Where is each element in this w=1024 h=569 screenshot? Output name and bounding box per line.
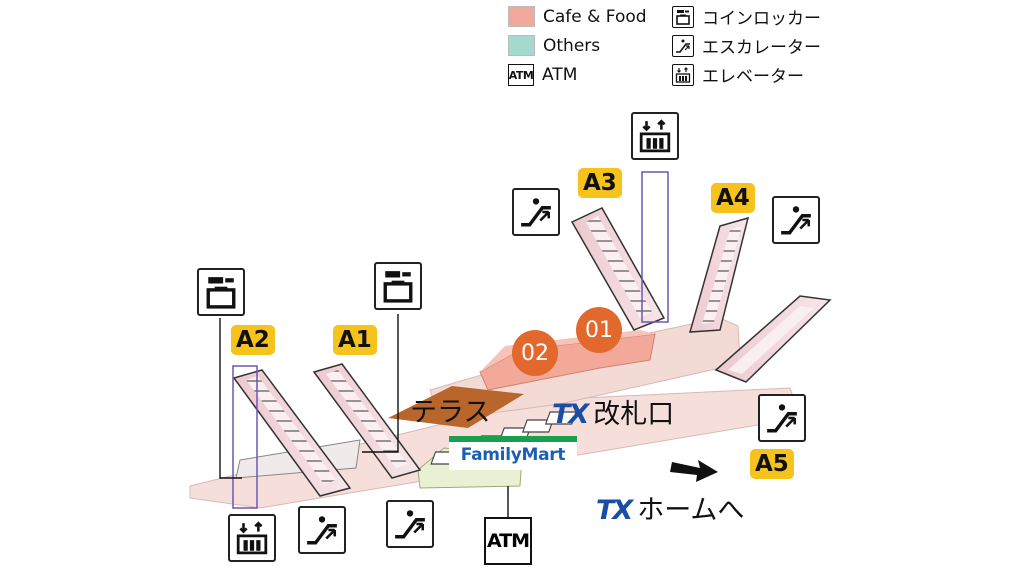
escalator-a4 xyxy=(688,216,750,333)
escalator-icon xyxy=(781,206,811,235)
exit-a5-badge: A5 xyxy=(750,449,794,479)
elevator-shaft-a2 xyxy=(232,365,258,509)
to-platform-text: ホームへ xyxy=(637,495,745,526)
terrace-area xyxy=(388,386,524,428)
elevator-sign-a2[interactable] xyxy=(228,514,276,562)
escalator-sign-a4[interactable] xyxy=(772,196,820,244)
exit-a4-badge: A4 xyxy=(711,183,755,213)
family-mart-text: FamilyMart xyxy=(460,445,566,465)
legend-others: Others xyxy=(508,35,600,56)
legend-cafe-food: Cafe & Food xyxy=(508,6,647,27)
legend-elevator: エレベーター xyxy=(672,62,804,87)
elevator-sign-a3[interactable] xyxy=(631,112,679,160)
family-mart-sign[interactable]: FamilyMart xyxy=(449,436,577,470)
shop-01-marker[interactable]: 01 xyxy=(576,307,622,353)
escalator-icon xyxy=(307,516,337,545)
shop-02-marker[interactable]: 02 xyxy=(512,330,558,376)
exit-a3-badge: A3 xyxy=(578,168,622,198)
locker-icon xyxy=(672,5,694,28)
coin-locker-sign-a2[interactable] xyxy=(197,268,245,316)
elevator-icon xyxy=(672,63,694,86)
exit-a2-badge: A2 xyxy=(231,325,275,355)
legend-atm: ATM ATM xyxy=(508,64,577,86)
escalator-icon xyxy=(672,34,694,57)
legend-escalator: エスカレーター xyxy=(672,33,821,58)
legend-label: エスカレーター xyxy=(702,38,821,58)
connector-lines xyxy=(219,314,509,518)
tx-logo: TX xyxy=(596,495,633,526)
legend-coin-locker: コインロッカー xyxy=(672,4,821,29)
legend-label: コインロッカー xyxy=(702,9,821,29)
others-swatch xyxy=(508,35,535,56)
escalator-icon xyxy=(395,510,425,539)
legend-label: Others xyxy=(543,35,601,56)
escalator-a3 xyxy=(570,207,666,331)
elevator-shaft-a3 xyxy=(641,171,669,323)
escalator-sign-a1[interactable] xyxy=(386,500,434,548)
escalator-sign-a2[interactable] xyxy=(298,506,346,554)
elevator-icon xyxy=(639,119,671,153)
escalator-a1 xyxy=(312,363,422,479)
escalator-a2 xyxy=(232,369,352,497)
terrace-label: テラス xyxy=(410,397,491,428)
elevator-icon xyxy=(236,521,268,555)
legend-label: Cafe & Food xyxy=(543,6,647,27)
coin-locker-sign-a1[interactable] xyxy=(374,262,422,310)
exit-a1-badge: A1 xyxy=(333,325,377,355)
ticket-gate-text: 改札口 xyxy=(593,399,675,430)
escalator-sign-a3[interactable] xyxy=(512,188,560,236)
legend: Cafe & Food Others ATM ATM コインロッカー エスカレー… xyxy=(508,4,848,94)
family-mart-stripe xyxy=(449,436,577,442)
locker-icon xyxy=(206,277,236,309)
locker-icon xyxy=(383,271,413,303)
platform-arrow xyxy=(670,460,718,482)
escalator-icon xyxy=(521,198,551,227)
atm-sign[interactable]: ATM xyxy=(484,517,532,565)
legend-label: エレベーター xyxy=(702,67,804,87)
legend-label: ATM xyxy=(542,65,578,85)
escalator-icon xyxy=(767,404,797,433)
cafe-food-swatch xyxy=(508,6,535,27)
tx-logo: TX xyxy=(552,399,589,430)
escalator-sign-a5[interactable] xyxy=(758,394,806,442)
escalator-a5 xyxy=(714,295,832,383)
atm-icon: ATM xyxy=(508,64,534,86)
